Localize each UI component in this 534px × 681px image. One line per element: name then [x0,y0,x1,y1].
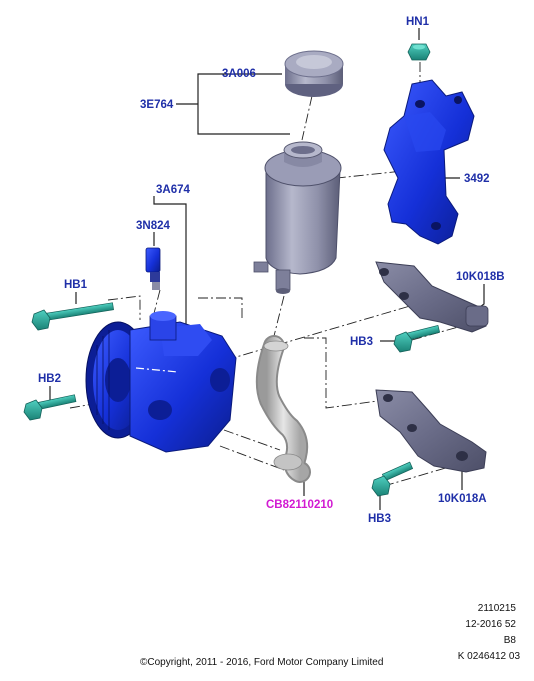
label-hb3-bottom: HB3 [368,513,391,525]
label-3492: 3492 [464,173,490,185]
leader-lines [49,28,485,510]
label-3a006: 3A006 [222,68,256,80]
bracket-10k018a-part [375,389,487,473]
label-3n824: 3N824 [136,220,170,232]
bolt-hb2-part [23,394,77,421]
pressure-sensor-part [145,247,161,290]
label-10k018a: 10K018A [438,493,487,505]
label-hb3-top: HB3 [350,336,373,348]
steering-pump-part [85,311,237,453]
footer-code: 2110215 [478,603,517,614]
label-cb82110210: CB82110210 [266,499,333,511]
reservoir-cap-part [284,50,344,97]
reservoir-part [253,141,342,294]
label-3a674: 3A674 [156,184,190,196]
label-hb1: HB1 [64,279,88,291]
label-3e764: 3E764 [140,99,174,111]
footer-block: 2110215 12-2016 52 B8 K 0246412 03 ©Copy… [140,603,520,668]
bolt-hb3-top-part [393,324,441,353]
part-labels: HN1 3A006 3E764 3492 3A674 3N824 10K018B… [38,16,505,525]
hn1-nut-part [407,43,431,61]
bolt-hb3-bottom-part [371,461,414,497]
footer-ref: K 0246412 03 [458,651,521,662]
bracket-10k018b-part [375,261,489,333]
footer-date: 12-2016 52 [465,619,516,630]
bolt-hb1-part [31,302,114,331]
label-hb2: HB2 [38,373,61,385]
label-hn1: HN1 [406,16,430,28]
label-10k018b: 10K018B [456,271,505,283]
mounting-bracket-3492-part [383,79,475,245]
footer-rev: B8 [504,635,517,646]
copyright-text: ©Copyright, 2011 - 2016, Ford Motor Comp… [140,657,383,668]
hose-part [255,335,311,483]
